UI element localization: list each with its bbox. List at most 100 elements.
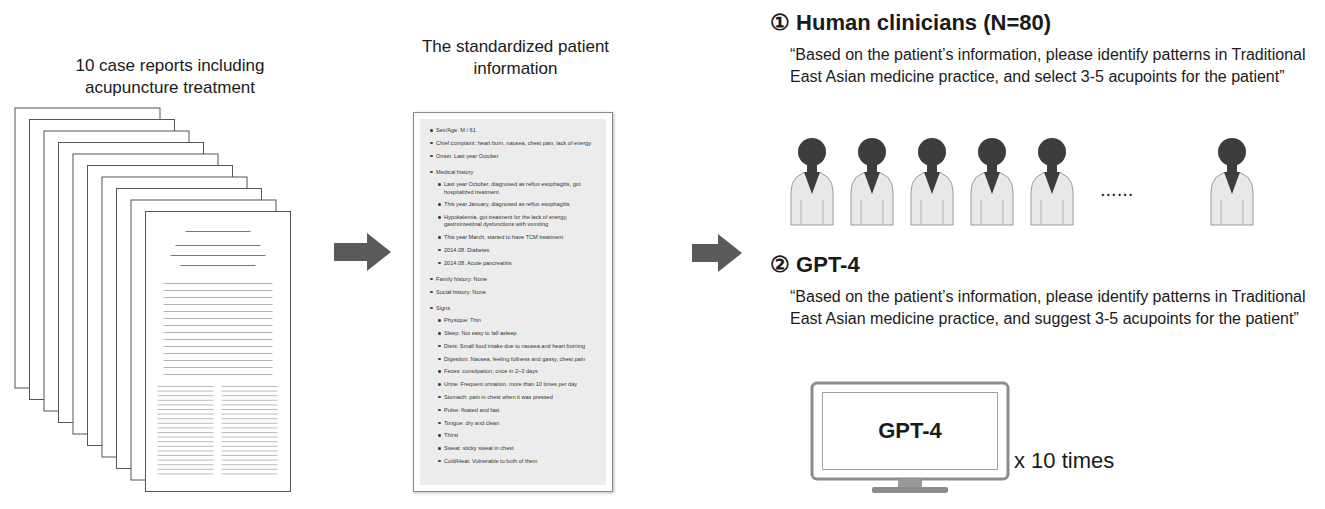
info-line: Onset: Last year October xyxy=(436,153,598,160)
info-line: Signs xyxy=(436,305,598,312)
info-line: Urine: Frequent urination, more than 10 … xyxy=(444,381,598,388)
text-stroke xyxy=(158,469,214,470)
info-line: Feces: constipation, once in 2~3 days xyxy=(444,368,598,375)
text-stroke xyxy=(164,360,273,361)
info-line: Tongue: dry and clean xyxy=(444,420,598,427)
info-line: This year March, started to have TCM tre… xyxy=(444,234,598,241)
info-text: Sweat: sticky sweat in chest xyxy=(444,445,514,451)
info-text: Urine: Frequent urination, more than 10 … xyxy=(444,381,577,387)
info-text: Digestion: Nausea, feeling fullness and … xyxy=(444,356,585,362)
info-text: 2014.08. Diabetes xyxy=(444,247,489,253)
text-stroke xyxy=(222,450,278,451)
bullet-dot xyxy=(430,307,433,310)
text-stroke xyxy=(222,446,278,447)
bullet-dot xyxy=(438,409,441,412)
text-stroke xyxy=(158,391,214,392)
info-line: Diets: Small food intake due to nausea a… xyxy=(444,343,598,350)
monitor-base xyxy=(872,487,948,493)
bullet-dot xyxy=(438,183,441,186)
info-line: Last year October, diagnosed as reflux e… xyxy=(444,181,598,196)
bullet-dot xyxy=(430,171,433,174)
text-stroke xyxy=(222,460,278,461)
text-stroke xyxy=(158,404,214,405)
text-stroke xyxy=(222,391,278,392)
info-text: Hypokalemia, got treatment for the lack … xyxy=(444,214,567,227)
screen-text: GPT-4 xyxy=(878,418,942,444)
text-stroke xyxy=(164,374,273,375)
ellipsis: ...... xyxy=(1100,176,1180,203)
text-stroke xyxy=(222,409,278,410)
text-stroke xyxy=(158,446,214,447)
info-text: 2014.08. Acute pancreatitis xyxy=(444,260,511,266)
monitor-frame xyxy=(812,383,1008,479)
info-text: This year March, started to have TCM tre… xyxy=(444,234,563,240)
bullet-dot xyxy=(430,155,433,158)
bullet-dot xyxy=(438,396,441,399)
text-stroke xyxy=(222,473,278,474)
bullet-dot xyxy=(438,434,441,437)
bullet-dot xyxy=(438,216,441,219)
bullet-dot xyxy=(430,129,433,132)
text-stroke xyxy=(164,311,273,312)
document-title: The standardized patient information xyxy=(383,36,648,80)
info-line: Physique: Thin xyxy=(444,317,598,324)
bullet-dot xyxy=(438,447,441,450)
text-stroke xyxy=(222,464,278,465)
text-stroke xyxy=(164,346,273,347)
info-panel: Sex/Age: M / 61 Chief complaint: heart bu… xyxy=(420,119,606,485)
info-text: Cold/Heat: Vulnerable to both of them xyxy=(444,458,537,464)
bullet-dot xyxy=(430,142,433,145)
info-text: Sex/Age: M / 61 xyxy=(436,127,476,133)
bullet-dot xyxy=(430,278,433,281)
bullet-dot xyxy=(430,291,433,294)
info-line: 2014.08. Acute pancreatitis xyxy=(444,260,598,267)
bullet-dot xyxy=(438,249,441,252)
patient-info-document: The standardized patient informationSex/… xyxy=(383,26,648,498)
info-line: Cold/Heat: Vulnerable to both of them xyxy=(444,458,598,465)
text-stroke xyxy=(164,325,273,326)
text-stroke xyxy=(222,386,278,387)
text-stroke xyxy=(222,441,278,442)
info-line: Medical history xyxy=(436,169,598,176)
info-text: Family history: None xyxy=(436,276,487,282)
text-stroke xyxy=(158,386,214,387)
repeat-count: x 10 times xyxy=(1014,446,1164,476)
text-stroke xyxy=(158,441,214,442)
info-line: Chief complaint: heart burn, nausea, che… xyxy=(436,140,598,147)
info-text: Thirst xyxy=(444,432,458,438)
info-text: Medical history xyxy=(436,169,473,175)
bullet-dot xyxy=(438,370,441,373)
info-text: Onset: Last year October xyxy=(436,153,499,159)
bullet-dot xyxy=(438,236,441,239)
info-line: Thirst xyxy=(444,432,598,439)
paper-stack xyxy=(10,55,310,500)
info-line: Stomach: pain in chest when it was press… xyxy=(444,394,598,401)
text-stroke xyxy=(186,231,251,232)
clinician-icon xyxy=(1211,138,1253,225)
block-arrow xyxy=(692,234,742,272)
prompt-quote: “Based on the patient’s information, ple… xyxy=(790,286,1320,329)
text-stroke xyxy=(158,395,214,396)
text-stroke xyxy=(158,450,214,451)
case-report-stack: 10 case reports including acupuncture tr… xyxy=(10,55,310,500)
text-stroke xyxy=(164,283,273,284)
info-text: Chief complaint: heart burn, nausea, che… xyxy=(436,140,591,146)
text-stroke xyxy=(158,409,214,410)
paper-sheet xyxy=(146,212,291,492)
text-stroke xyxy=(222,404,278,405)
text-stroke xyxy=(176,245,261,246)
bullet-dot xyxy=(438,345,441,348)
bullet-dot xyxy=(438,319,441,322)
info-line: Family history: None xyxy=(436,276,598,283)
text-stroke xyxy=(158,460,214,461)
gpt4-screen: GPT-4 xyxy=(822,392,998,470)
text-stroke xyxy=(158,473,214,474)
text-stroke xyxy=(164,367,273,368)
info-line: 2014.08. Diabetes xyxy=(444,247,598,254)
text-stroke xyxy=(158,432,214,433)
info-line: Pulse: floated and fast xyxy=(444,407,598,414)
info-text: Social history: None xyxy=(436,289,486,295)
text-stroke xyxy=(222,469,278,470)
clinician-icon xyxy=(851,138,893,225)
text-stroke xyxy=(222,432,278,433)
